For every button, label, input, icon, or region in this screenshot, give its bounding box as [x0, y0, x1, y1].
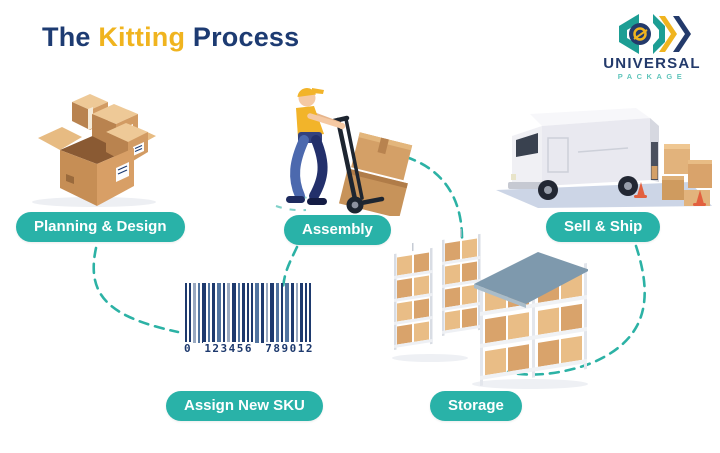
step-badge-sell-ship: Sell & Ship	[546, 212, 661, 242]
universal-package-logo: UNIVERSAL PACKAGE	[596, 12, 708, 81]
warehouse-racks-illustration	[392, 228, 588, 389]
connector-planning-to-sku	[92, 246, 180, 334]
step-badge-assign-new-sku: Assign New SKU	[166, 391, 323, 421]
delivery-truck-illustration	[496, 108, 712, 208]
title-highlight: Kitting	[98, 22, 186, 52]
logo-name: UNIVERSAL	[603, 55, 701, 72]
barcode-digits: 0 123456 789012	[183, 342, 315, 355]
logo-tagline: PACKAGE	[617, 72, 687, 81]
barcode-bars	[185, 283, 311, 355]
packing-boxes-illustration	[32, 94, 156, 207]
barcode-group2: 789012	[264, 342, 315, 355]
worker-hand-truck-illustration	[275, 88, 413, 216]
barcode-group1: 123456	[203, 342, 255, 355]
page-title: The Kitting Process	[42, 22, 299, 53]
barcode-illustration: 0 123456 789012	[183, 283, 315, 369]
universal-package-logo-icon	[619, 14, 691, 54]
title-post: Process	[192, 22, 300, 52]
step-badge-assembly: Assembly	[284, 215, 391, 245]
step-badge-storage: Storage	[430, 391, 522, 421]
title-pre: The	[42, 22, 91, 52]
barcode-lead-digit: 0	[183, 342, 194, 355]
step-badge-planning-design: Planning & Design	[16, 212, 185, 242]
